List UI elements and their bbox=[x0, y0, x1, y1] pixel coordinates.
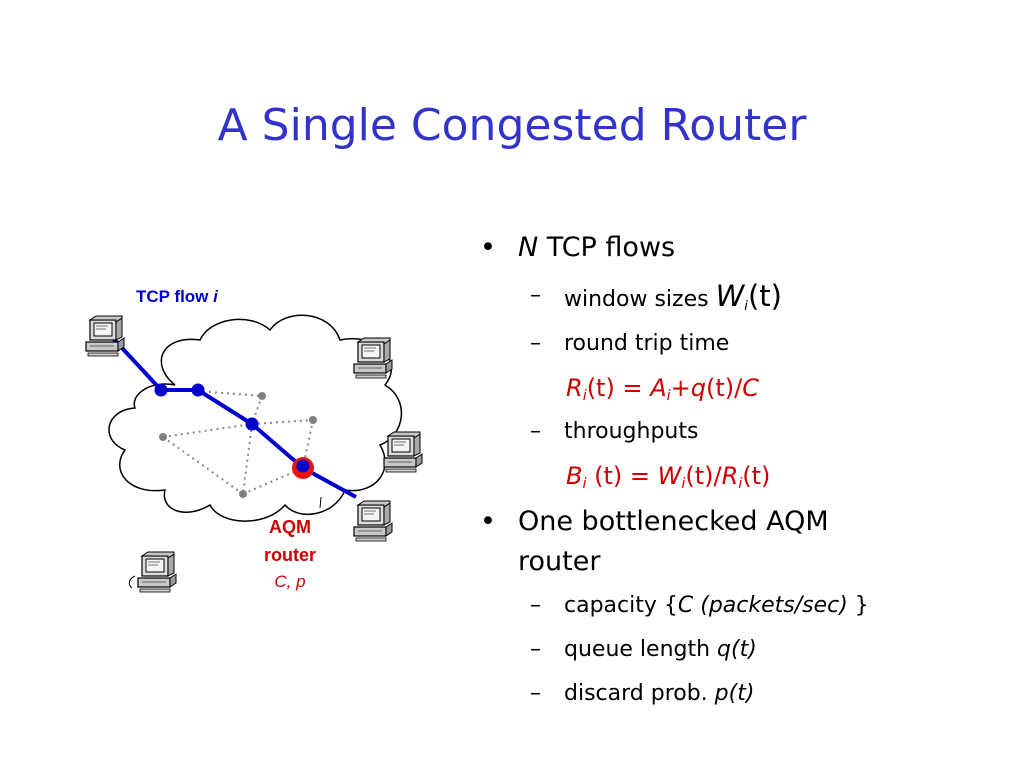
tcp-flow-label: TCP flow i bbox=[136, 287, 219, 306]
formula-throughput: Bi (t) = Wi(t)/Ri(t) bbox=[566, 462, 771, 492]
router-params: C, p bbox=[274, 572, 305, 591]
bullet-round-trip-time: –round trip time bbox=[530, 331, 730, 356]
computer-icon bbox=[85, 315, 125, 357]
bullet-queue-length: –queue length q(t) bbox=[530, 637, 757, 662]
formula-rtt: Ri(t) = Ai+q(t)/C bbox=[566, 374, 759, 404]
bullet-tcp-flows: •N TCP flows bbox=[480, 232, 676, 263]
cable-stub bbox=[128, 575, 136, 589]
bullet-throughputs: –throughputs bbox=[530, 419, 699, 444]
bullet-bottleneck-router: •One bottlenecked AQM router bbox=[480, 506, 829, 577]
router-pointer bbox=[319, 496, 322, 509]
computer-icon bbox=[137, 551, 177, 593]
computer-icon bbox=[353, 337, 393, 379]
bullet-list: •N TCP flows –window sizes Wi(t) –round … bbox=[480, 228, 1020, 716]
aqm-label: AQM bbox=[269, 517, 311, 537]
computer-icon bbox=[383, 431, 423, 473]
cloud-icon bbox=[108, 314, 402, 522]
flow-nodes bbox=[154, 383, 310, 473]
router-label: router bbox=[264, 545, 316, 565]
slide-title: A Single Congested Router bbox=[217, 100, 807, 151]
gray-nodes bbox=[159, 392, 317, 498]
bullet-capacity: –capacity {C (packets/sec) } bbox=[530, 593, 869, 618]
bullet-window-sizes: –window sizes Wi(t) bbox=[530, 279, 782, 314]
bullet-discard-prob: –discard prob. p(t) bbox=[530, 681, 755, 706]
computer-icon bbox=[353, 500, 393, 542]
